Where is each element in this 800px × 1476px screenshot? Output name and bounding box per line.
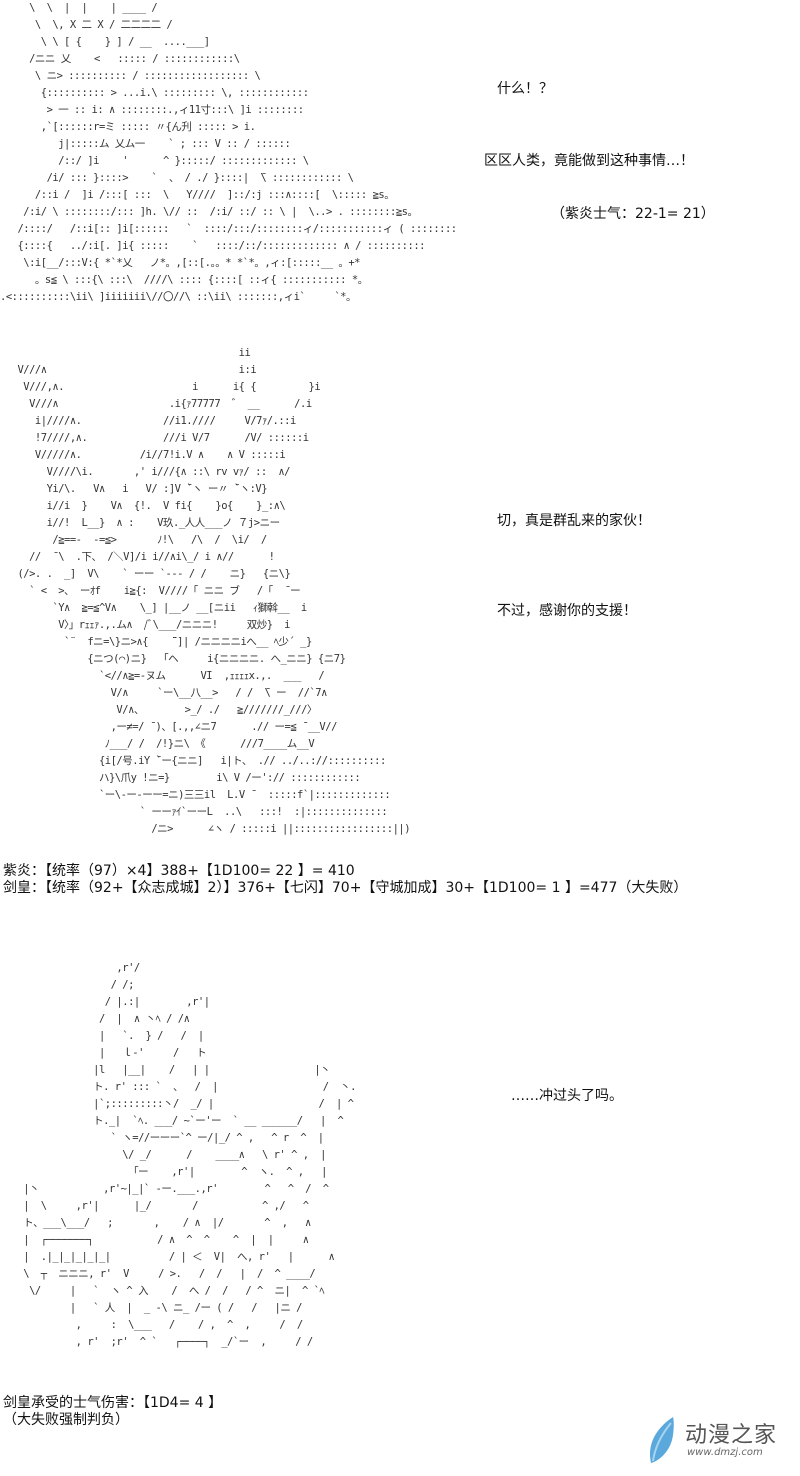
- ascii-art-panel-3: ,r'/ / /; / |.:| ,r'| / | ∧ 丶ﾍ / /∧ | `.…: [23, 962, 357, 1348]
- dialogue-reckless: 切，真是群乱来的家伙！: [497, 513, 651, 529]
- forced-loss-note: （大失败强制判负）: [3, 1412, 129, 1428]
- dialogue-overshot: ……冲过头了吗。: [511, 1088, 623, 1104]
- dialogue-mere-humans: 区区人类，竟能做到这种事情…！: [484, 153, 694, 169]
- ascii-art-panel-2: ii V///∧ i:i V///,∧. i i{ { }i V///∧ .i{…: [17, 347, 411, 835]
- stat-line-jianhuang: 剑皇：【统率（92+【众志成城】2）】376+【七闪】70+【守城加成】30+【…: [3, 880, 688, 896]
- dialogue-what: 什么！？: [497, 81, 553, 97]
- watermark-logo: 动漫之家 www.dmzj.com: [645, 1415, 795, 1470]
- dialogue-thanks: 不过，感谢你的支援！: [497, 603, 637, 619]
- stat-line-ziyan: 紫炎：【统率（97）×4】388+【1D100= 22 】= 410: [3, 863, 355, 879]
- watermark-url: www.dmzj.com: [687, 1447, 763, 1458]
- watermark-name: 动漫之家: [685, 1423, 778, 1448]
- morale-note: （紫炎士气：22-1= 21）: [551, 206, 715, 222]
- feather-icon: [649, 1417, 674, 1463]
- morale-damage: 剑皇承受的士气伤害：【1D4= 4 】: [3, 1395, 223, 1411]
- ascii-art-panel-1: \ \ | | | ____ / \ \, X 二 X / 二二二二 / \ \…: [0, 2, 457, 303]
